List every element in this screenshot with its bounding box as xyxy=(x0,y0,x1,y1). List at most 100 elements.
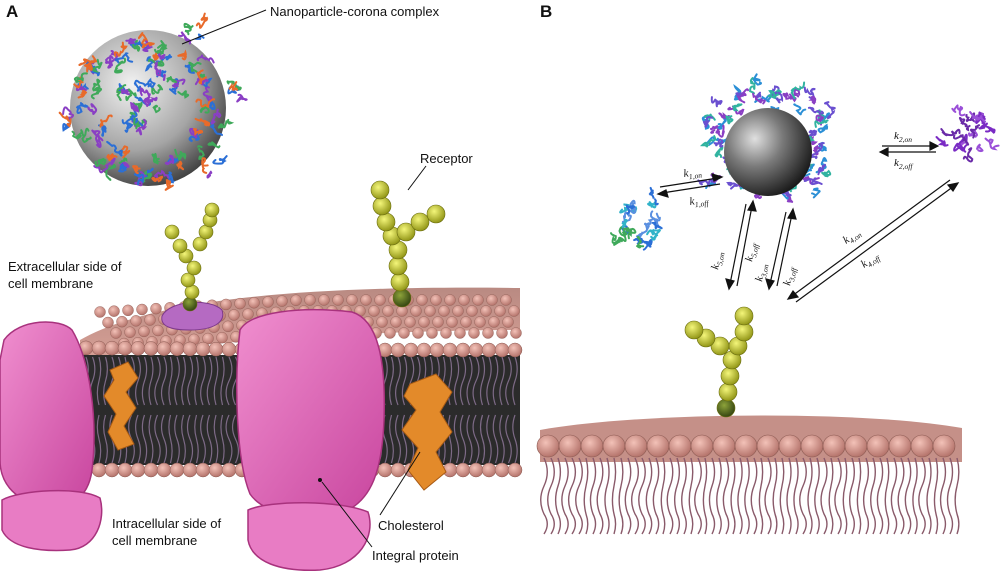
lipid-tail xyxy=(744,457,750,535)
k4-off-sub: 4,off xyxy=(866,254,883,270)
lipid-tail xyxy=(547,457,555,535)
corona-protein xyxy=(195,98,216,108)
lipid-head xyxy=(124,326,136,338)
lipid-head xyxy=(156,462,172,478)
corona-protein xyxy=(199,103,210,114)
lipid-head xyxy=(460,316,472,328)
equilibrium-arrow-4 xyxy=(786,179,960,303)
lipid-head xyxy=(221,342,237,357)
lipid-tail xyxy=(103,414,108,464)
lipid-tail xyxy=(618,457,624,535)
corona-protein xyxy=(144,56,157,72)
lipid-head xyxy=(481,462,497,478)
corona-protein xyxy=(81,127,92,144)
lipid-tail xyxy=(225,356,233,406)
corona-protein xyxy=(118,162,127,173)
lipid-tail xyxy=(820,457,828,535)
lipid-tail xyxy=(828,457,834,535)
lipid-tail xyxy=(918,457,926,535)
protein-strand xyxy=(976,143,984,153)
corona-protein xyxy=(114,52,134,64)
corona-protein xyxy=(196,54,215,64)
corona-protein xyxy=(133,79,150,92)
label-extracellular-line1: Extracellular side of xyxy=(8,259,122,274)
receptor-bead xyxy=(392,288,412,308)
lipid-head xyxy=(208,341,224,357)
lipid-tail xyxy=(589,457,597,535)
corona-protein xyxy=(725,115,734,125)
lipid-head xyxy=(712,434,736,458)
lipid-tail xyxy=(472,356,480,406)
equilibrium-arrow-3 xyxy=(765,207,797,291)
corona-protein xyxy=(193,33,205,40)
corona-protein xyxy=(87,103,98,116)
lipid-tail xyxy=(694,457,702,535)
k1-on-base: k xyxy=(683,167,691,180)
nanoparticle-core xyxy=(70,30,226,186)
svg-text:k2,off: k2,off xyxy=(894,157,913,171)
lipid-tail xyxy=(389,356,394,406)
lipid-head xyxy=(91,462,107,478)
lipid-head xyxy=(117,341,133,356)
lipid-head xyxy=(91,340,107,356)
corona-protein xyxy=(713,138,724,148)
corona-protein xyxy=(808,95,817,105)
rate-k4-on: k4,on xyxy=(841,230,864,246)
lipid-tail xyxy=(486,356,492,406)
lipid-head xyxy=(690,434,714,458)
lipid-head xyxy=(222,320,234,333)
protein-strand xyxy=(985,125,996,134)
lipid-head xyxy=(482,327,494,339)
svg-text:k5,off: k5,off xyxy=(743,241,761,263)
lipid-head xyxy=(390,462,406,478)
corona-protein xyxy=(154,45,165,56)
lipid-head xyxy=(390,316,402,328)
lipid-tail xyxy=(722,457,730,535)
protein-strand xyxy=(648,186,659,206)
lipid-tail xyxy=(148,356,154,406)
corona-protein xyxy=(174,148,187,161)
rate-k5-off: k5,off xyxy=(743,241,761,263)
lipid-tail xyxy=(194,356,199,406)
lipid-tail xyxy=(479,414,486,464)
lipid-tail xyxy=(638,457,646,535)
corona-protein xyxy=(195,12,209,29)
corona-protein xyxy=(803,177,823,186)
label-intracellular-line2: cell membrane xyxy=(112,533,197,548)
receptor-bead xyxy=(718,382,738,402)
lipid-tail xyxy=(702,457,708,535)
lipid-tail xyxy=(954,457,960,535)
svg-text:k1,off: k1,off xyxy=(689,193,710,210)
lipid-head xyxy=(424,305,436,317)
corona-protein xyxy=(710,96,723,108)
lipid-head xyxy=(778,434,802,458)
lipid-head xyxy=(110,327,122,339)
equilibrium-arrow-5 xyxy=(725,199,757,291)
lipid-head xyxy=(332,294,344,306)
corona-protein xyxy=(737,88,750,104)
lipid-head xyxy=(602,434,626,458)
lipid-tail xyxy=(554,457,562,535)
lipid-head xyxy=(844,434,868,458)
corona-protein xyxy=(699,135,717,148)
corona-protein xyxy=(129,111,140,130)
lipid-tail xyxy=(447,414,453,464)
lipid-head xyxy=(382,305,394,317)
corona-protein xyxy=(194,117,211,127)
lipid-tail xyxy=(135,414,141,464)
protein-strand xyxy=(619,203,630,214)
lipid-head xyxy=(262,296,274,308)
lipid-tail xyxy=(708,457,716,535)
label-intracellular-line1: Intracellular side of xyxy=(112,516,221,531)
lipid-head xyxy=(208,462,224,478)
lipid-tail xyxy=(666,457,674,535)
protein-strand xyxy=(649,234,659,244)
corona-protein xyxy=(717,117,728,130)
lipid-tail xyxy=(681,457,687,535)
corona-protein xyxy=(98,124,107,137)
lipid-tail xyxy=(466,414,473,464)
corona-protein xyxy=(749,77,756,95)
lipid-tail xyxy=(786,457,792,535)
corona-protein xyxy=(183,22,194,36)
corona-protein xyxy=(790,81,806,100)
